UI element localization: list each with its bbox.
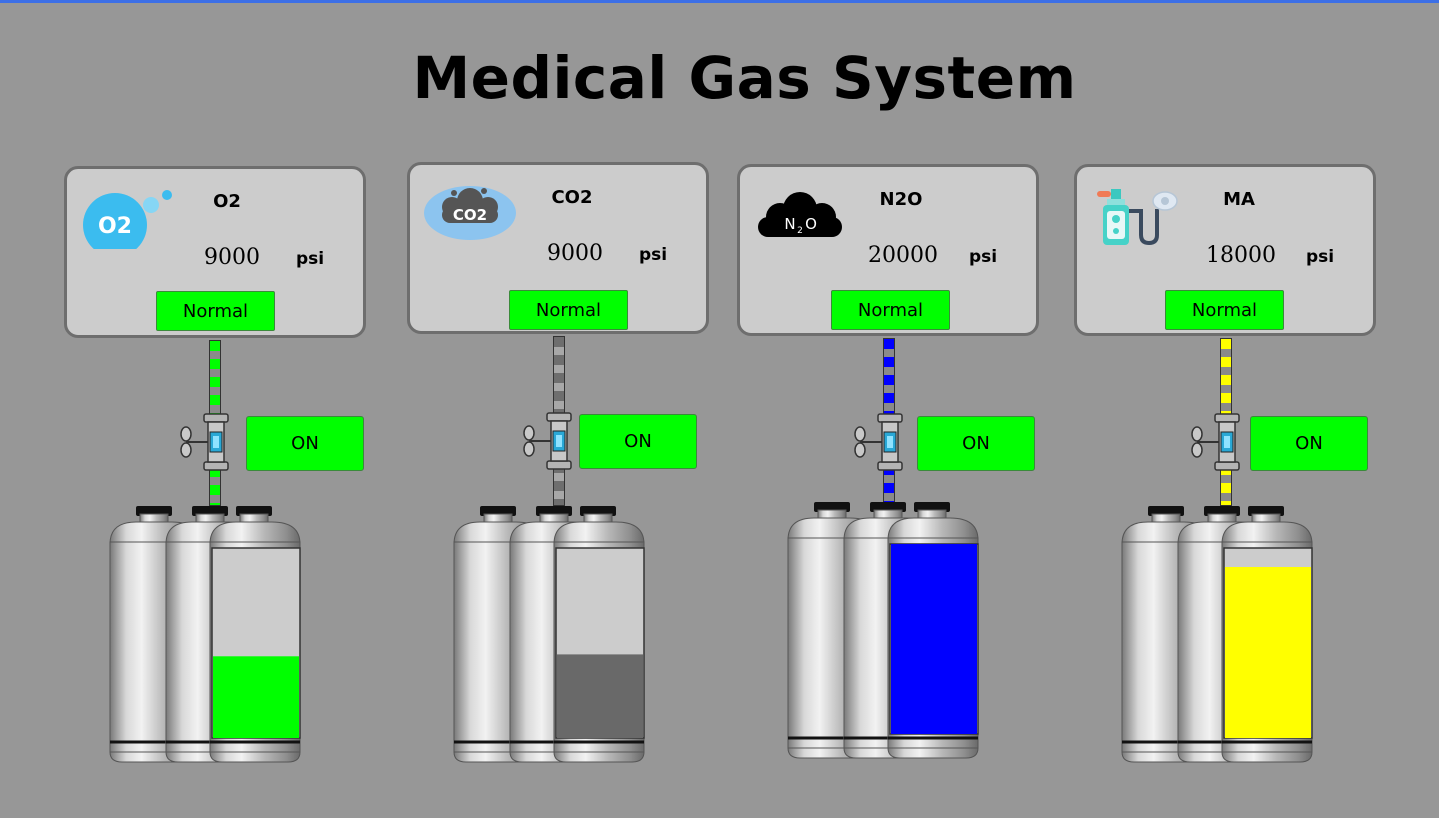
oxygen-bubbles-icon: O2 xyxy=(83,190,172,249)
top-accent-line xyxy=(0,0,1439,3)
valve-icon-co2[interactable] xyxy=(521,409,573,473)
valve-on-button-co2[interactable]: ON xyxy=(579,414,697,469)
valve-icon-ma[interactable] xyxy=(1189,410,1241,474)
n2o-cloud-icon: N 2 O xyxy=(758,192,842,237)
valve-on-button-ma[interactable]: ON xyxy=(1250,416,1368,471)
n2o-icon-n: N xyxy=(784,215,795,233)
gas-panel-ma: MA 18000 psi Normal xyxy=(1074,164,1376,336)
cylinder-bank-ma xyxy=(1121,506,1313,763)
pressure-unit-ma: psi xyxy=(1305,247,1335,267)
pressure-unit-co2: psi xyxy=(638,245,668,265)
pressure-unit-n2o: psi xyxy=(968,247,998,267)
pressure-value-co2: 9000 xyxy=(547,241,603,266)
gas-name-n2o: N2O xyxy=(879,189,923,210)
medical-air-mask-icon xyxy=(1097,189,1178,246)
n2o-icon-2: 2 xyxy=(797,226,803,236)
status-button-n2o[interactable]: Normal xyxy=(831,290,950,330)
pressure-value-n2o: 20000 xyxy=(868,243,938,268)
gas-name-ma: MA xyxy=(1223,189,1255,210)
cylinder-bank-n2o xyxy=(787,502,979,759)
level-fill xyxy=(891,544,977,734)
gas-name-co2: CO2 xyxy=(551,187,593,208)
status-button-ma[interactable]: Normal xyxy=(1165,290,1284,330)
pressure-unit-o2: psi xyxy=(295,249,325,269)
valve-on-button-o2[interactable]: ON xyxy=(246,416,364,471)
level-fill xyxy=(213,656,299,738)
valve-icon-n2o[interactable] xyxy=(852,410,904,474)
valve-icon-o2[interactable] xyxy=(178,410,230,474)
pressure-value-o2: 9000 xyxy=(204,245,260,270)
co2-icon-text: CO2 xyxy=(453,206,487,224)
gas-panel-o2: O2 O2 9000 psi Normal xyxy=(64,166,366,338)
cylinder-bank-o2 xyxy=(109,506,301,763)
o2-icon-text: O2 xyxy=(98,214,132,239)
valve-on-button-n2o[interactable]: ON xyxy=(917,416,1035,471)
gas-name-o2: O2 xyxy=(213,191,241,212)
gas-panel-n2o: N 2 O N2O 20000 psi Normal xyxy=(737,164,1039,336)
pressure-value-ma: 18000 xyxy=(1206,243,1276,268)
page-title: Medical Gas System xyxy=(412,44,1077,112)
co2-cloud-icon: CO2 xyxy=(424,186,516,240)
level-fill xyxy=(1225,567,1311,738)
status-button-o2[interactable]: Normal xyxy=(156,291,275,331)
status-button-co2[interactable]: Normal xyxy=(509,290,628,330)
cylinder-bank-co2 xyxy=(453,506,645,763)
level-fill xyxy=(557,654,643,738)
gas-panel-co2: CO2 CO2 9000 psi Normal xyxy=(407,162,709,334)
n2o-icon-o: O xyxy=(805,215,817,233)
